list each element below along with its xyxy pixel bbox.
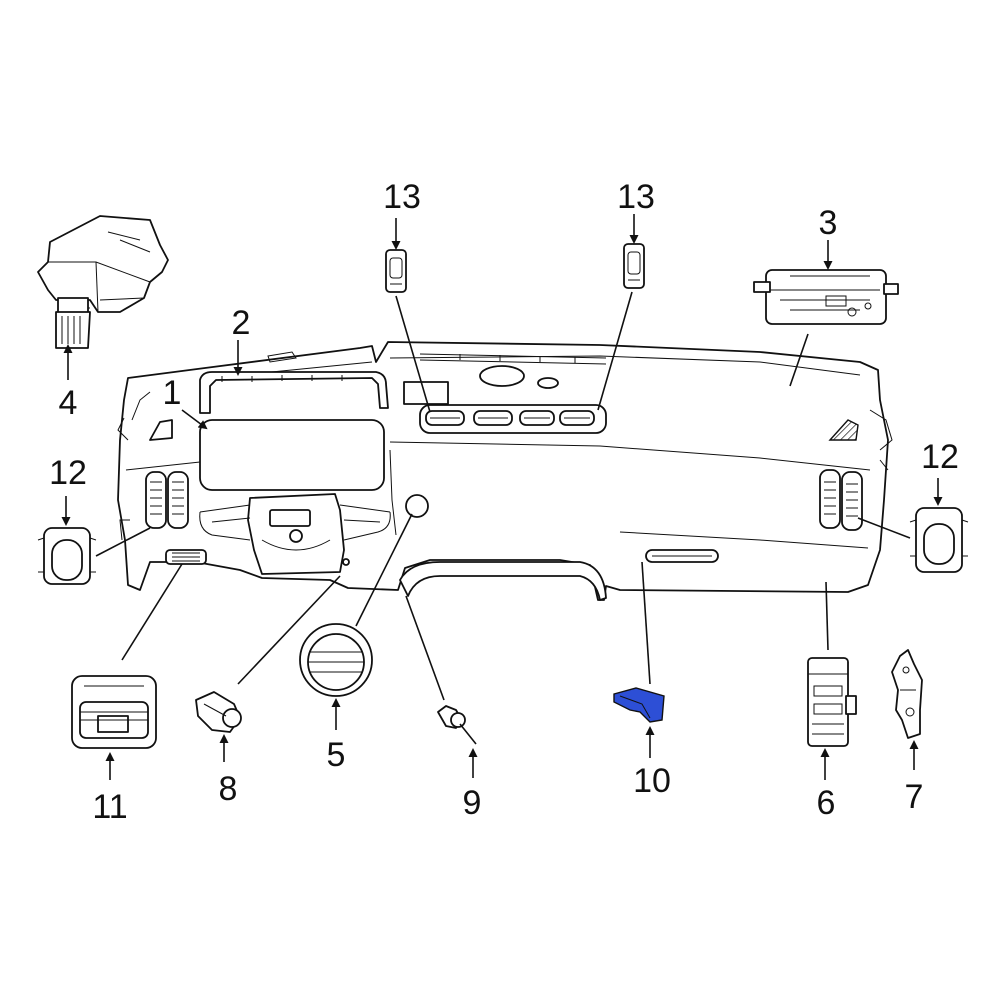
callout-13-left: 13 (383, 178, 421, 216)
callout-labels: 1 2 3 4 5 6 7 8 9 10 11 12 12 13 13 (49, 178, 959, 826)
part-5-start-button (299, 623, 373, 697)
instrument-panel (117, 341, 893, 601)
part-11-vent (71, 675, 157, 749)
callout-12-left: 12 (49, 454, 87, 492)
callout-12-right: 12 (921, 438, 959, 476)
callout-10: 10 (633, 762, 671, 800)
part-3-module (753, 269, 899, 325)
callout-5: 5 (327, 736, 346, 774)
callout-1: 1 (163, 374, 182, 412)
part-13-left-switch (385, 249, 407, 293)
callout-7: 7 (905, 778, 924, 816)
part-12-right-vent (909, 507, 969, 573)
callout-8: 8 (219, 770, 238, 808)
part-4-module (37, 215, 169, 349)
part-13-right-switch (623, 243, 645, 289)
callout-11: 11 (92, 788, 127, 826)
callout-6: 6 (817, 784, 836, 822)
callout-9: 9 (463, 784, 482, 822)
part-12-left-vent (37, 527, 97, 585)
part-6-module (807, 657, 857, 747)
part-7-bracket (891, 649, 923, 739)
leader-lines (61, 214, 943, 780)
part-10-clip-highlighted (613, 687, 665, 723)
callout-4: 4 (59, 384, 78, 422)
callout-2: 2 (232, 304, 251, 342)
callout-3: 3 (819, 204, 838, 242)
part-8-switch (195, 691, 242, 733)
callout-13-right: 13 (617, 178, 655, 216)
part-9-lock (437, 705, 477, 745)
